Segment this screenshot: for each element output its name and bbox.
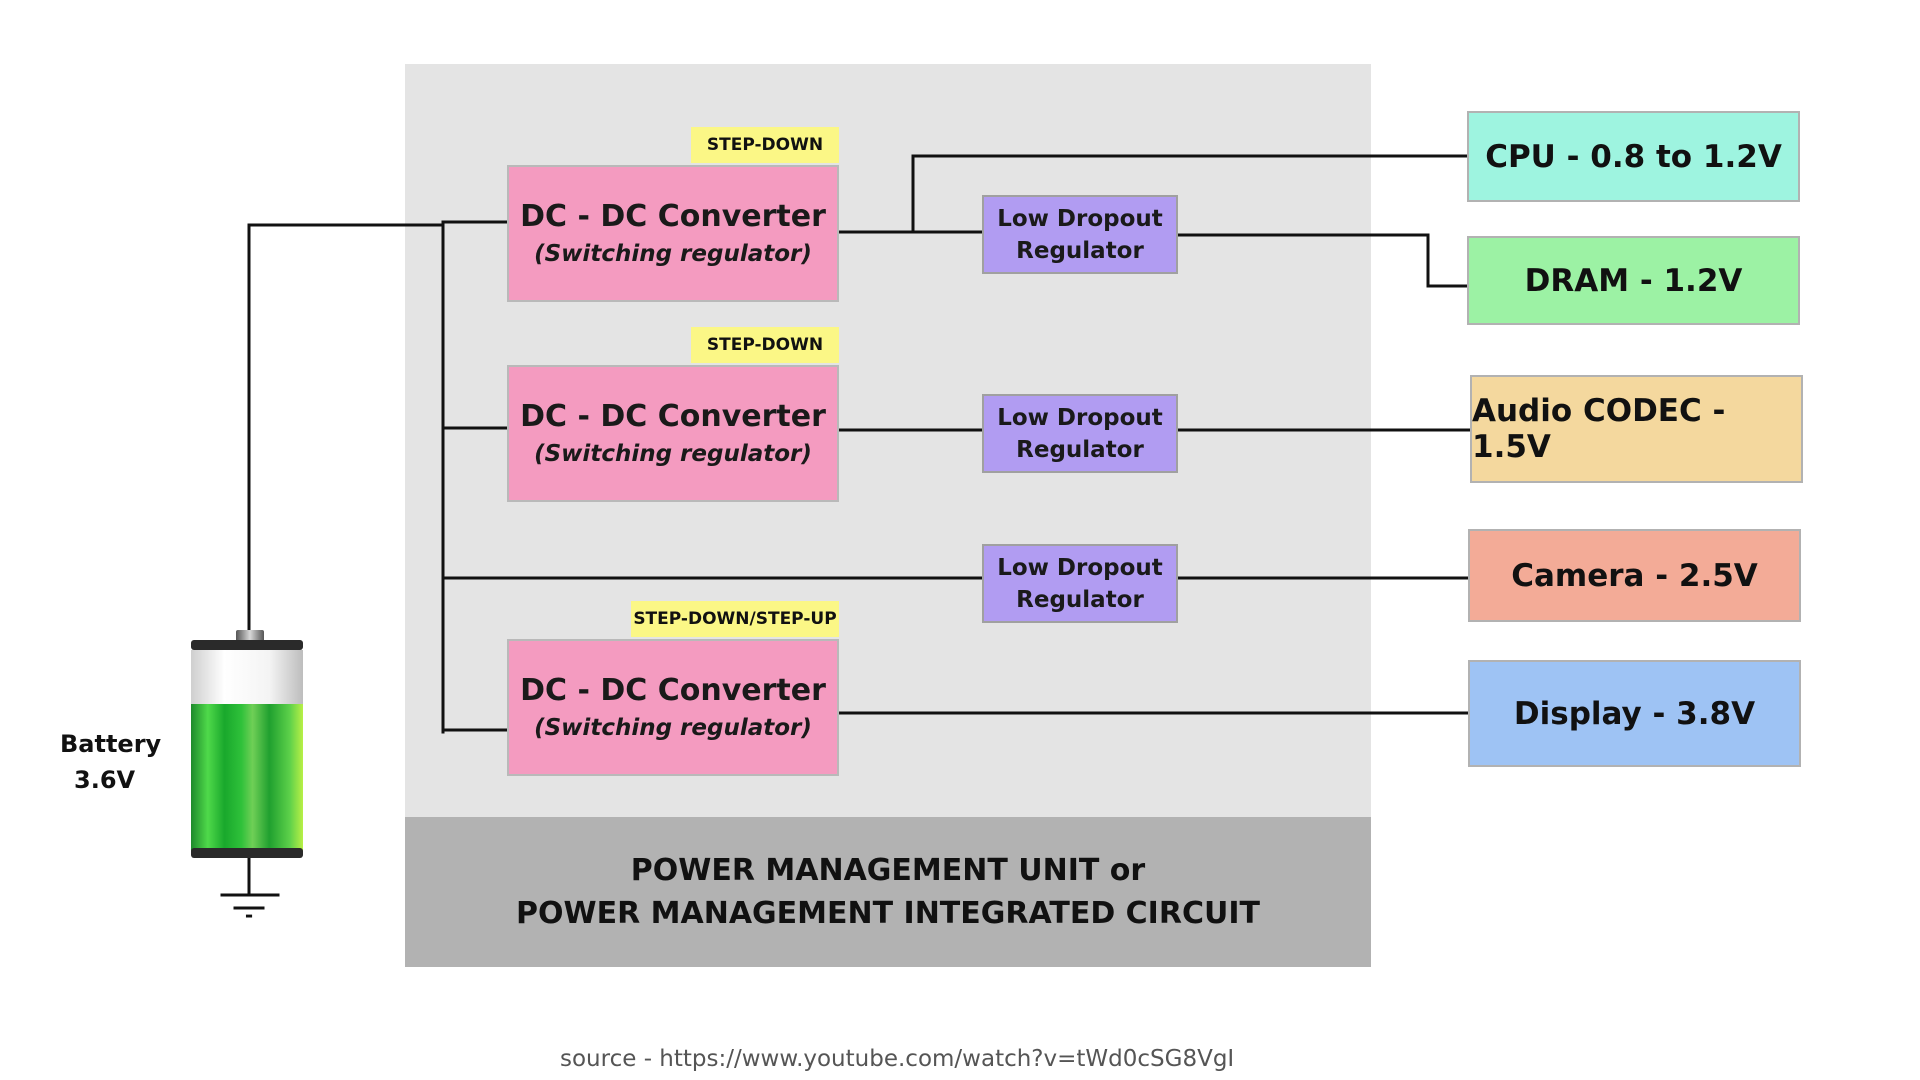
- dram-wire: [1175, 233, 1469, 288]
- ldo-regulator-2: Low Dropout Regulator: [982, 394, 1178, 473]
- load-camera: Camera - 2.5V: [1468, 529, 1801, 622]
- load-display: Display - 3.8V: [1468, 660, 1801, 767]
- dc-dc-converter-2: DC - DC Converter (Switching regulator): [507, 365, 839, 502]
- ldo-regulator-3: Low Dropout Regulator: [982, 544, 1178, 623]
- dc-dc-converter-1: DC - DC Converter (Switching regulator): [507, 165, 839, 302]
- converter-1-tag: STEP-DOWN: [691, 127, 839, 163]
- battery-name: Battery: [60, 730, 162, 758]
- ldo-regulator-1: Low Dropout Regulator: [982, 195, 1178, 274]
- ldo-2-line2: Regulator: [1016, 436, 1144, 463]
- converter-2-tag: STEP-DOWN: [691, 327, 839, 363]
- pmu-title-line1: POWER MANAGEMENT UNIT or: [630, 853, 1146, 888]
- battery-voltage: 3.6V: [74, 766, 136, 794]
- converter-3-subtitle: (Switching regulator): [534, 714, 812, 741]
- pmu-title-line2: POWER MANAGEMENT INTEGRATED CIRCUIT: [516, 896, 1260, 931]
- converter-3-tag: STEP-DOWN/STEP-UP: [631, 601, 839, 637]
- load-camera-label: Camera - 2.5V: [1511, 557, 1758, 594]
- battery-label: Battery 3.6V: [60, 726, 161, 798]
- source-caption: source - https://www.youtube.com/watch?v…: [560, 1046, 1235, 1072]
- battery-icon: [191, 630, 303, 858]
- ldo-2-line1: Low Dropout: [997, 404, 1163, 431]
- ground-symbol: -: [245, 903, 253, 927]
- load-cpu-label: CPU - 0.8 to 1.2V: [1485, 138, 1782, 175]
- load-display-label: Display - 3.8V: [1513, 695, 1756, 732]
- load-audio-codec: Audio CODEC - 1.5V: [1470, 375, 1803, 483]
- converter-3-title: DC - DC Converter: [520, 672, 826, 708]
- converter-2-title: DC - DC Converter: [520, 398, 826, 434]
- pmu-title: POWER MANAGEMENT UNIT or POWER MANAGEMEN…: [405, 817, 1371, 967]
- load-dram-label: DRAM - 1.2V: [1524, 262, 1743, 299]
- converter-1-subtitle: (Switching regulator): [534, 240, 812, 267]
- dc-dc-converter-3: DC - DC Converter (Switching regulator): [507, 639, 839, 776]
- load-dram: DRAM - 1.2V: [1467, 236, 1800, 325]
- converter-2-subtitle: (Switching regulator): [534, 440, 812, 467]
- ldo-3-line2: Regulator: [1016, 586, 1144, 613]
- ldo-1-line2: Regulator: [1016, 237, 1144, 264]
- battery-wire: [247, 223, 445, 636]
- load-cpu: CPU - 0.8 to 1.2V: [1467, 111, 1800, 202]
- cpu-wire: [911, 154, 1469, 234]
- load-audio-codec-label: Audio CODEC - 1.5V: [1472, 393, 1726, 465]
- converter-1-title: DC - DC Converter: [520, 198, 826, 234]
- ldo-1-line1: Low Dropout: [997, 205, 1163, 232]
- ldo-3-line1: Low Dropout: [997, 554, 1163, 581]
